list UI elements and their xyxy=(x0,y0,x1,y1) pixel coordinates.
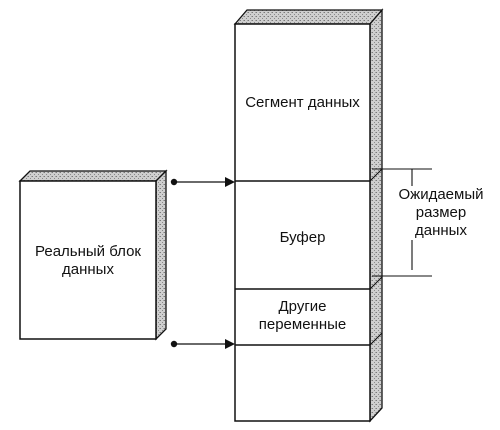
memory-column-side-face xyxy=(369,8,383,423)
real-block-label: Реальный блок данных xyxy=(35,243,141,278)
memory-column xyxy=(233,8,384,423)
memory-column-front-face xyxy=(234,23,371,422)
arrow-head xyxy=(225,177,235,187)
arrow-head xyxy=(225,339,235,349)
real-block-front-face xyxy=(19,180,157,340)
divider-buffer-side-edge xyxy=(369,168,383,182)
arrow-to-buffer-start xyxy=(170,177,235,187)
real-block-top-face xyxy=(18,170,168,182)
other-variables-label: Другие переменные xyxy=(258,298,347,333)
expected-size-label: Ожидаемый размер данных xyxy=(385,186,497,240)
divider-bottom-side-edge xyxy=(369,332,383,346)
data-segment-label: Сегмент данных xyxy=(245,94,360,111)
arrow-to-buffer-end xyxy=(170,339,235,349)
memory-column-top-face xyxy=(233,9,384,25)
buffer-label: Буфер xyxy=(279,229,326,246)
real-data-block xyxy=(18,169,168,341)
divider-variables-side-edge xyxy=(369,276,383,290)
real-block-side-face xyxy=(155,169,167,341)
